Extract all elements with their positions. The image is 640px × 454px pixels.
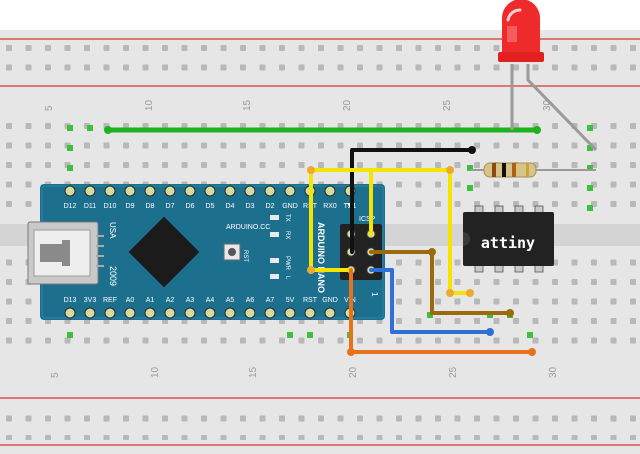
pin-label-d12: D12 — [64, 203, 77, 210]
brown-wire — [369, 250, 512, 315]
resistor — [470, 162, 596, 178]
col-number-20-bottom: 20 — [348, 366, 359, 378]
col-number-10: 10 — [144, 99, 155, 111]
pin-label-d9: D9 — [126, 203, 135, 210]
col-number-5: 5 — [44, 105, 55, 111]
pin-label-a6: A6 — [246, 297, 255, 304]
col-number-15-bottom: 15 — [248, 366, 259, 378]
pin-label-gnd-bottom: GND — [322, 297, 338, 304]
pin-label-d11: D11 — [84, 203, 96, 210]
col-number-25: 25 — [442, 99, 453, 111]
pin-label-a5: A5 — [226, 297, 235, 304]
pin-label-d2: D2 — [266, 203, 275, 210]
pin-label-ref: REF — [103, 297, 117, 304]
pin-label-gnd-top: GND — [282, 203, 298, 210]
blue-wire — [369, 268, 492, 334]
wire-endpoints — [104, 126, 541, 356]
col-number-5-bottom: 5 — [50, 372, 61, 378]
year-label: 2009 — [108, 266, 118, 286]
pin-label-rst-bottom: RST — [303, 297, 318, 304]
attiny-chip — [463, 205, 554, 273]
arduino-pcb — [40, 184, 385, 320]
pin-label-3v3: 3V3 — [84, 297, 97, 304]
col-number-25-bottom: 25 — [448, 366, 459, 378]
arduino-nano-board: D12 D11 D10 D9 D8 D7 D6 D5 D4 D3 D2 GND … — [27, 184, 385, 320]
pin-label-d4: D4 — [226, 203, 235, 210]
black-wire — [350, 148, 474, 254]
icsp-pin1-label: 1 — [370, 292, 379, 297]
pin-label-d8: D8 — [146, 203, 155, 210]
icsp-label: ICSP — [359, 216, 376, 223]
pwr-led-label: PWR — [284, 256, 290, 271]
bottom-power-rail — [0, 397, 640, 446]
pin-label-d7: D7 — [166, 203, 175, 210]
pin-label-a3: A3 — [186, 297, 195, 304]
usb-connector-icon — [27, 221, 104, 285]
pin-label-d13: D13 — [64, 297, 77, 304]
l-led-label: L — [284, 276, 290, 280]
pin-label-5v: 5V — [286, 297, 295, 304]
rx-led-label: RX — [284, 231, 290, 239]
status-leds — [270, 215, 279, 279]
pin-label-d3: D3 — [246, 203, 255, 210]
col-number-30-bottom: 30 — [548, 366, 559, 378]
red-led — [498, 0, 598, 152]
column-numbers-bottom: 5 10 15 20 25 30 — [50, 366, 559, 378]
pin-label-a7: A7 — [266, 297, 275, 304]
pin-label-d5: D5 — [206, 203, 215, 210]
pin-label-a2: A2 — [166, 297, 175, 304]
model-label: ARDUINO NANO — [316, 222, 326, 293]
pin-label-a1: A1 — [146, 297, 155, 304]
reset-button-icon — [223, 243, 241, 261]
top-power-rail — [0, 38, 640, 87]
col-number-20: 20 — [342, 99, 353, 111]
pin-label-rx0: RX0 — [323, 203, 337, 210]
pin-label-a0: A0 — [126, 297, 135, 304]
col-number-15: 15 — [242, 99, 253, 111]
reset-label: RST — [242, 250, 248, 262]
microcontroller-chip — [128, 216, 200, 288]
tx-led-label: TX — [284, 214, 290, 222]
white-top-margin — [0, 0, 640, 30]
pin-label-d10: D10 — [104, 203, 117, 210]
usb-label: USA — [108, 222, 117, 239]
col-number-30: 30 — [542, 99, 553, 111]
col-number-10-bottom: 10 — [150, 366, 161, 378]
pin-label-a4: A4 — [206, 297, 215, 304]
attiny-label: attiny — [481, 234, 535, 252]
pin-label-d6: D6 — [186, 203, 195, 210]
column-numbers-top: 5 10 15 20 25 30 — [44, 99, 553, 111]
arduino-brand-label: ARDUINO.CC — [226, 224, 270, 231]
